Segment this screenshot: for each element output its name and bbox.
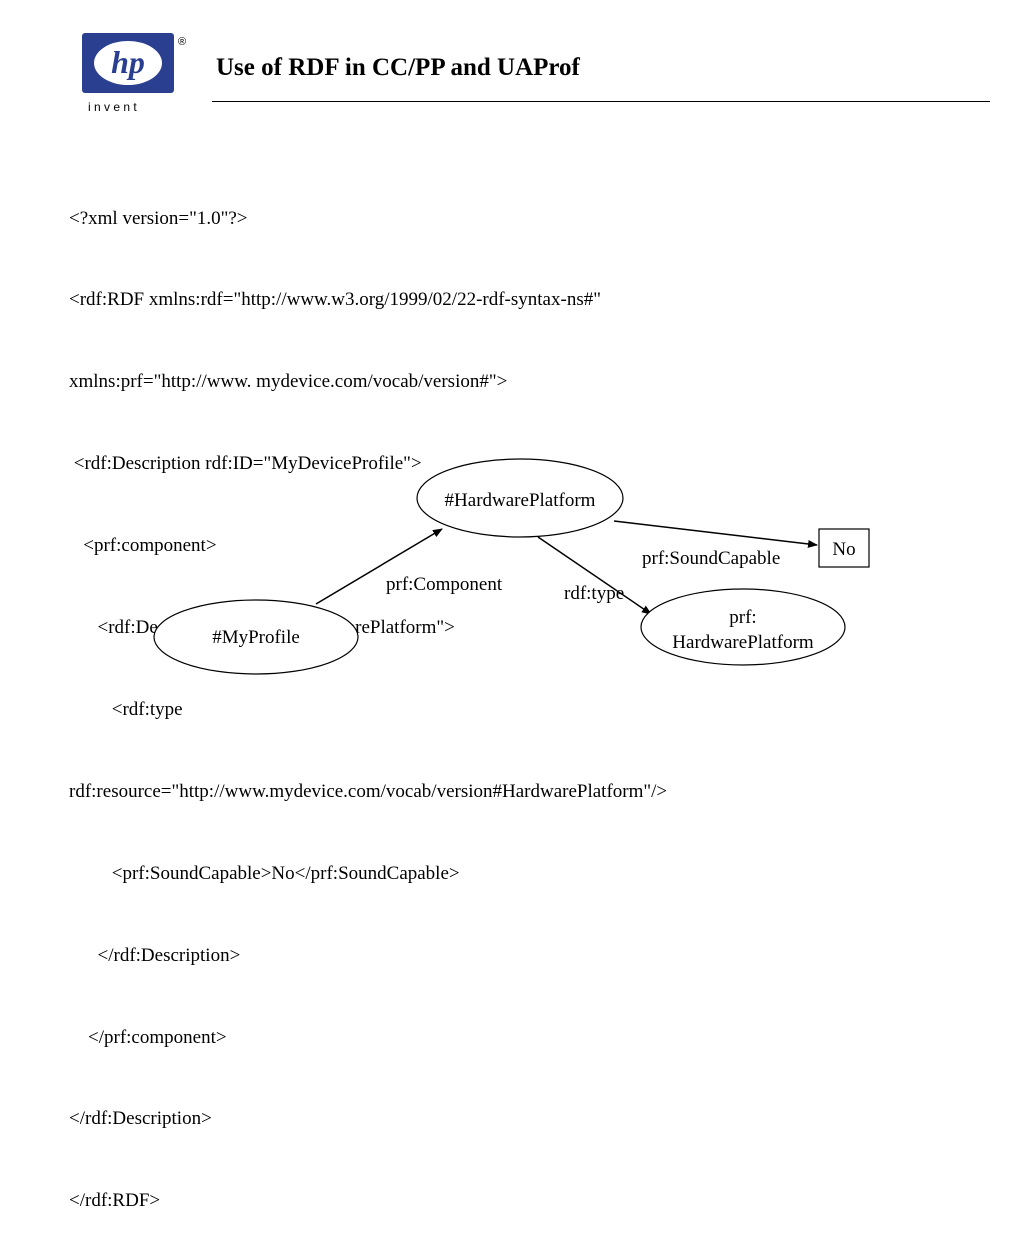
edge-sound-capable-label: prf:SoundCapable (642, 548, 780, 569)
node-prf-hardware-platform-label-line2: HardwarePlatform (672, 632, 814, 653)
code-line: </rdf:Description> (69, 1108, 212, 1130)
code-line: </rdf:RDF> (69, 1190, 161, 1212)
code-line: <rdf:type (69, 698, 183, 720)
code-line: </prf:component> (69, 1026, 227, 1048)
code-line: </rdf:Description> (69, 944, 241, 966)
node-no-literal-label: No (832, 539, 855, 560)
edge-component (315, 528, 443, 605)
node-hardware-platform (416, 458, 624, 538)
node-hardware-platform-label: #HardwarePlatform (445, 490, 596, 511)
node-prf-hardware-platform-label-line1: prf: (729, 607, 756, 628)
node-no-literal (818, 528, 870, 568)
code-line: <?xml version="1.0"?> (69, 207, 248, 229)
hp-logo-icon: hp ® i n v e n t (82, 33, 186, 114)
code-line: <rdf:RDF xmlns:rdf="http://www.w3.org/19… (69, 289, 601, 311)
hp-logo: hp ® i n v e n t (82, 33, 192, 115)
code-line: <rdf:Description rdf:ID="MyDeviceProfile… (69, 453, 422, 475)
edge-type-label: rdf:type (564, 583, 624, 604)
node-my-profile (153, 599, 359, 675)
registered-mark: ® (178, 36, 186, 48)
hp-logo-oval (94, 41, 162, 85)
hp-logo-tagline: i n v e n t (88, 100, 137, 114)
rdf-graph: #MyProfile #HardwarePlatform prf: Hardwa… (153, 458, 870, 675)
node-prf-hardware-platform (640, 588, 846, 666)
edge-sound-capable (613, 520, 818, 548)
code-line: rdf:resource="http://www.mydevice.com/vo… (69, 780, 668, 802)
edge-type (537, 536, 652, 615)
edge-component-label: prf:Component (386, 574, 503, 595)
hp-logo-mark: hp (111, 44, 145, 80)
code-line: xmlns:prf="http://www. mydevice.com/voca… (69, 371, 508, 393)
code-line: <prf:component> (69, 535, 217, 557)
slide-title: Use of RDF in CC/PP and UAProf (216, 54, 580, 81)
code-line: <prf:SoundCapable>No</prf:SoundCapable> (69, 862, 460, 884)
node-my-profile-label: #MyProfile (212, 627, 300, 648)
title-divider (212, 101, 990, 102)
